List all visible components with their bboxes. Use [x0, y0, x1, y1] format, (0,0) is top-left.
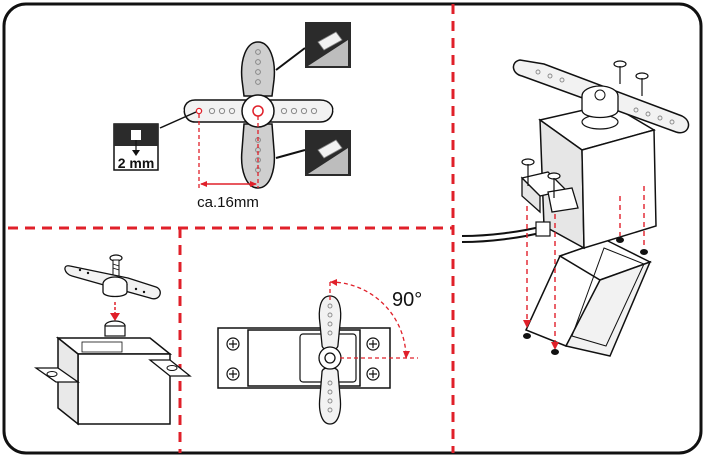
panel-servo-mount — [461, 59, 690, 357]
spacing-label: ca.16mm — [197, 194, 259, 211]
screw-icon — [521, 60, 649, 198]
panel-horn-drill: 2 mm ca.16mm — [113, 22, 351, 211]
servo-horn-icon — [318, 295, 342, 425]
angle-label: 90° — [392, 289, 422, 311]
drill-size-label: 2 mm — [118, 155, 155, 171]
section-dividers — [8, 4, 455, 453]
drill-icon — [113, 123, 159, 171]
servo-horn-icon — [64, 265, 161, 300]
servo-horn-icon — [183, 41, 334, 189]
mount-plate — [524, 239, 652, 357]
panel-horn-angle: 90° — [217, 279, 422, 425]
panel-horn-install — [33, 254, 192, 426]
cutter-icon — [305, 22, 351, 68]
cutter-icon — [305, 130, 351, 176]
servo-horn-icon — [512, 59, 690, 134]
servo-icon — [33, 320, 192, 426]
servo-icon — [461, 103, 657, 250]
